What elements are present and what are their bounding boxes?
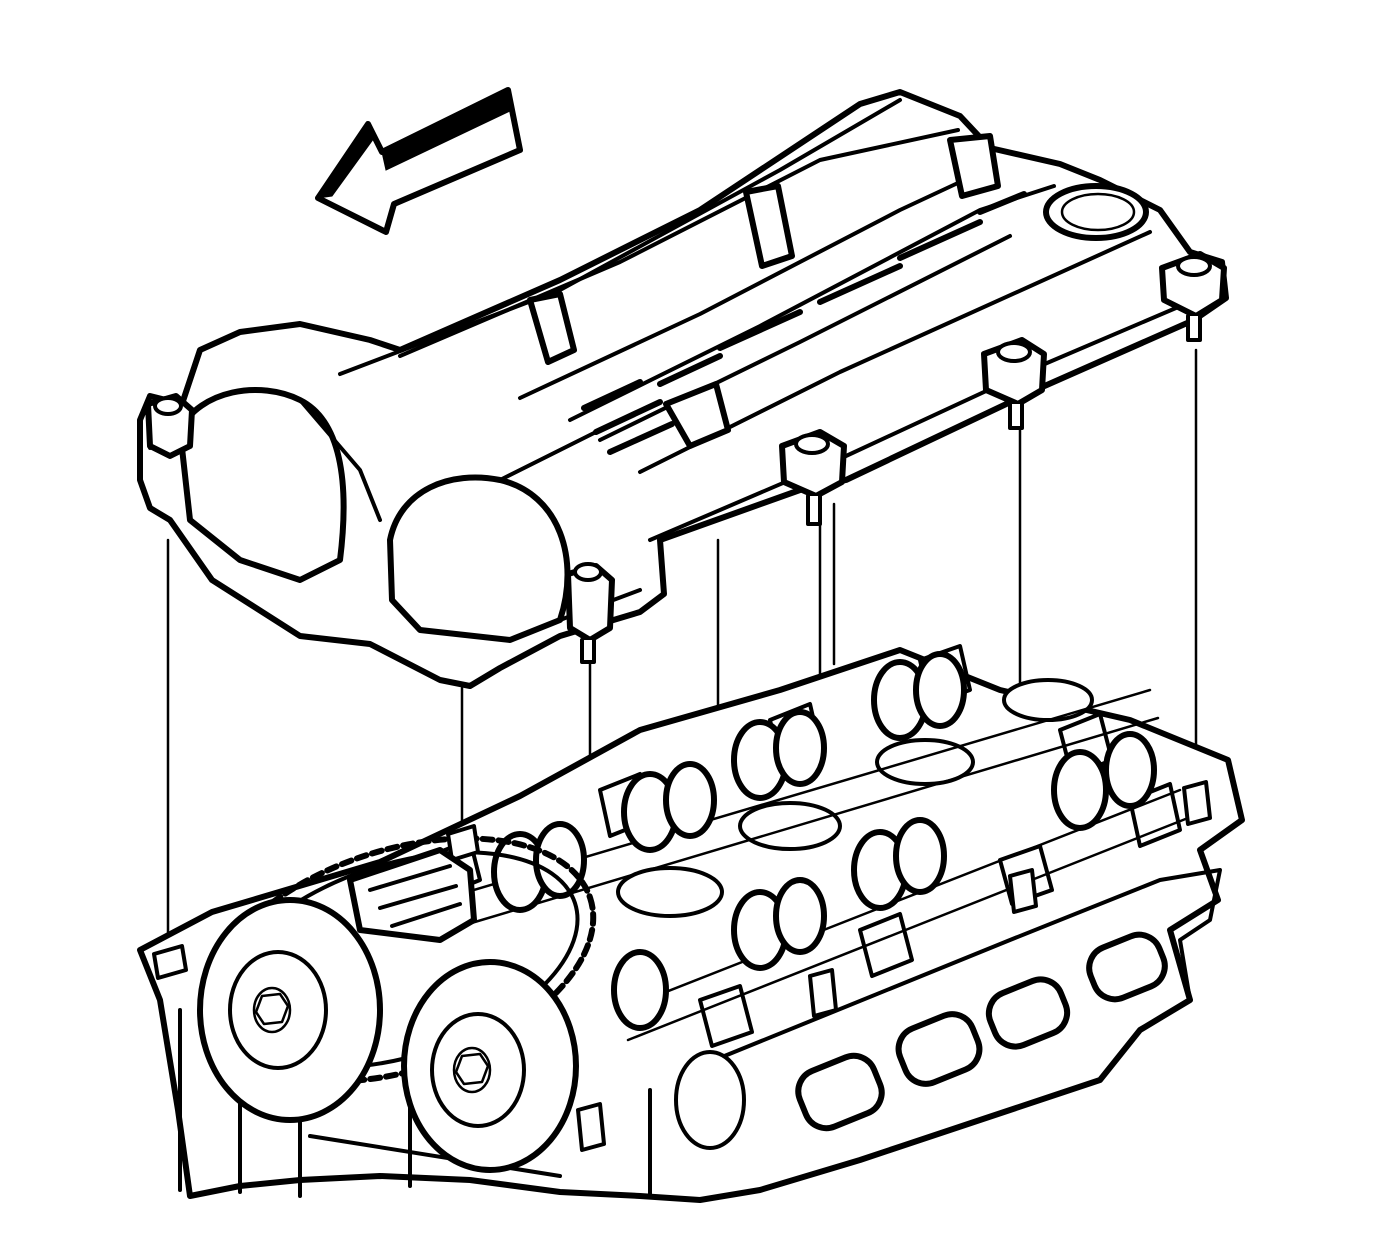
- cover-slot: [717, 191, 1027, 351]
- cam-lobe: [913, 651, 967, 729]
- cover-bolt: [981, 337, 1047, 430]
- bolt-seat: [1008, 868, 1038, 914]
- cover-bolts: [145, 251, 1227, 664]
- bolt-seat: [808, 968, 838, 1018]
- cover-rib: [338, 98, 902, 376]
- cam-lobe: [1103, 731, 1157, 809]
- cam-lobe: [611, 949, 669, 1031]
- cover-rib: [518, 166, 992, 400]
- sprocket-bolt-hex: [454, 1052, 490, 1086]
- bolt-shank: [1008, 402, 1024, 430]
- cover-bolt: [779, 429, 847, 526]
- bolt-shank: [806, 494, 822, 526]
- spark-plug-well: [875, 738, 975, 786]
- timing-sprocket-exhaust: [197, 897, 383, 1123]
- sprocket-bolt: [452, 1046, 492, 1094]
- bolt-head: [573, 562, 603, 582]
- sprocket-hub: [228, 950, 328, 1070]
- intake-port: [985, 976, 1071, 1050]
- breather-nipple: [663, 381, 731, 449]
- cover-rib: [398, 128, 960, 358]
- bolt-seat: [576, 1102, 606, 1152]
- cam-lobe: [893, 817, 947, 895]
- spark-plug-well: [1002, 678, 1094, 722]
- spark-plug-well: [616, 866, 724, 918]
- arrow-edge: [316, 122, 375, 199]
- cover-slot: [581, 353, 723, 455]
- cam-lobe: [773, 877, 827, 955]
- intake-port: [895, 1011, 983, 1087]
- cover-front-housing: [177, 387, 347, 583]
- bolt-head: [1176, 255, 1212, 277]
- cam-lobe: [663, 761, 717, 839]
- spark-plug-well: [738, 801, 842, 851]
- timing-sprocket-intake: [401, 959, 579, 1173]
- bolt-head: [794, 433, 830, 455]
- bolt-head: [153, 396, 183, 416]
- solenoid-detail: [368, 864, 462, 928]
- head-lower-block: [178, 1008, 652, 1198]
- oil-fill-cap-inner: [1060, 192, 1136, 232]
- bolt-shank: [1186, 314, 1202, 342]
- cam-lobe: [773, 709, 827, 787]
- sprocket-bolt-hex: [254, 992, 290, 1026]
- cam-lobe: [1051, 749, 1109, 831]
- pcv-tube: [743, 183, 795, 269]
- head-bolt-seats: [152, 780, 1212, 1152]
- intake-port: [1086, 931, 1168, 1003]
- camshaft-intake: [611, 731, 1190, 1042]
- arrow-shade: [381, 89, 513, 171]
- cover-bolt: [145, 393, 195, 459]
- vvt-solenoid: [347, 847, 746, 1150]
- bolt-seat: [152, 944, 188, 980]
- bolt-head: [996, 341, 1032, 363]
- solenoid-body: [347, 847, 477, 943]
- pcv-tube: [947, 133, 1001, 199]
- cover-front-housing: [387, 474, 571, 643]
- bolt-seat: [446, 824, 480, 862]
- bolt-seat: [1182, 780, 1212, 826]
- sensor-plug: [674, 1050, 746, 1150]
- intake-port-face: [688, 868, 1222, 1192]
- cover-bolt: [565, 562, 615, 664]
- cover-flange: [648, 300, 1192, 542]
- direction-arrow: [315, 87, 523, 235]
- intake-port: [795, 1052, 885, 1132]
- sprocket-hub: [430, 1012, 526, 1128]
- bolt-shank: [580, 638, 596, 664]
- camshaft-exhaust: [438, 651, 1160, 932]
- sprocket-bolt: [252, 986, 292, 1034]
- cover-outline: [137, 89, 1229, 689]
- camshaft-cover: [137, 89, 1229, 689]
- cover-bolt: [1159, 251, 1227, 342]
- pcv-tube: [527, 291, 577, 365]
